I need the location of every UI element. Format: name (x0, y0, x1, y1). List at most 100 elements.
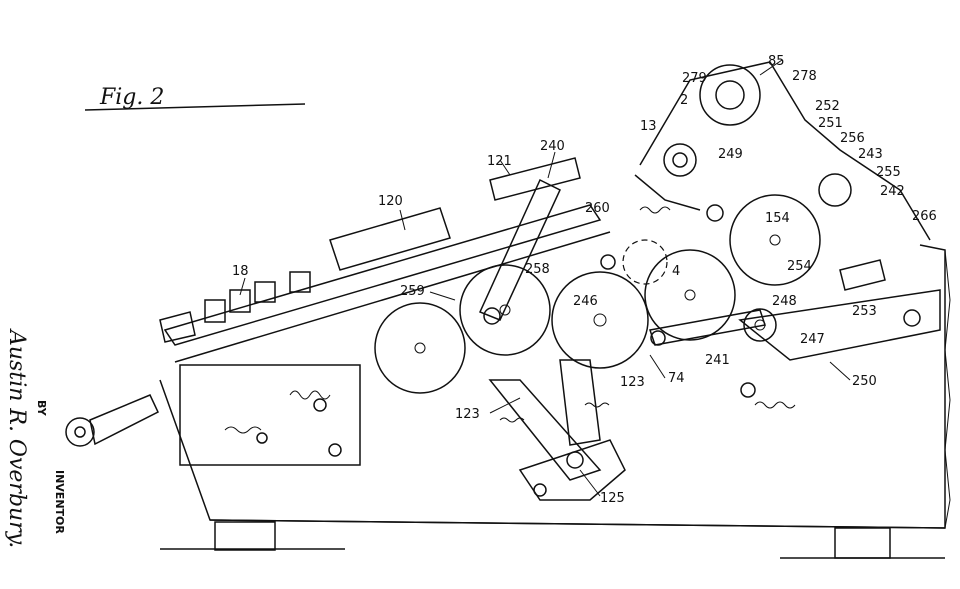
lever-240 (478, 178, 561, 321)
ref-123-right: 123 (620, 375, 645, 390)
lower-spring (224, 426, 262, 434)
base-foot-left (214, 521, 276, 551)
leader-125 (579, 469, 601, 497)
crank-handle (65, 394, 159, 447)
inventor-block: INVENTOR Austin R. Overbury. BY (4, 328, 66, 548)
key-4 (289, 271, 311, 293)
spring-123-right (584, 402, 610, 408)
gear-4 (622, 239, 668, 285)
base-bottom-line (209, 519, 946, 529)
ref-252: 252 (815, 99, 840, 114)
left-housing (179, 364, 361, 466)
ref-260: 260 (585, 201, 610, 216)
base-outline (159, 244, 946, 529)
screw-125 (533, 483, 547, 497)
screw-left-2 (328, 443, 342, 457)
gear-248 (743, 308, 777, 342)
ref-241: 241 (705, 353, 730, 368)
ref-249: 249 (718, 147, 743, 162)
ref-254: 254 (787, 259, 812, 274)
figure-label: Fig. 2 (84, 85, 306, 111)
ref-13: 13 (640, 119, 657, 134)
ref-240: 240 (540, 139, 565, 154)
gear-85-inner (715, 80, 745, 110)
ref-250: 250 (852, 374, 877, 389)
ref-278: 278 (792, 69, 817, 84)
leader-259 (429, 291, 456, 301)
gear-train (374, 64, 852, 394)
inventor-name: Austin R. Overbury. (4, 328, 29, 548)
gear-246 (551, 271, 649, 369)
ref-4: 4 (672, 264, 680, 279)
leader-74 (649, 354, 666, 379)
ref-256: 256 (840, 131, 865, 146)
gear-259-hub (414, 342, 426, 354)
screw-249 (706, 204, 724, 222)
key-3 (254, 281, 276, 303)
screw-lower (740, 382, 756, 398)
key-block-121 (489, 157, 581, 201)
gear-241-hub (684, 289, 696, 301)
plate-250 (738, 289, 941, 361)
key-block-120 (329, 207, 451, 271)
ref-247: 247 (800, 332, 825, 347)
leader-250 (829, 361, 851, 381)
slot-253 (839, 259, 886, 291)
leader-18 (239, 277, 246, 296)
gear-243 (818, 173, 852, 207)
left-housing-box (179, 364, 361, 466)
ref-125: 125 (600, 491, 625, 506)
screw-left-1 (313, 398, 327, 412)
ref-259: 259 (400, 284, 425, 299)
handle-knob-center (74, 426, 86, 438)
link-74-pivot (650, 330, 666, 346)
deck-lower-edge (174, 231, 611, 363)
handle-shaft (89, 394, 159, 446)
gear-13-hub (672, 152, 688, 168)
screw-250 (903, 309, 921, 327)
ref-123-left: 123 (455, 407, 480, 422)
leader-lines (239, 59, 851, 497)
gear-13 (663, 143, 697, 177)
ref-121: 121 (487, 154, 512, 169)
upper-head (634, 61, 931, 241)
ref-258: 258 (525, 262, 550, 277)
leader-120 (399, 209, 406, 231)
spring-250 (754, 401, 796, 409)
key-2 (229, 289, 251, 313)
ref-154: 154 (765, 211, 790, 226)
lever-123-left (488, 379, 602, 481)
screw-left-3 (256, 432, 268, 444)
leader-123-left (489, 397, 521, 414)
handle-knob (65, 417, 95, 447)
ref-242: 242 (880, 184, 905, 199)
break-line (944, 249, 951, 529)
left-spring (289, 390, 331, 400)
key-1 (204, 299, 226, 323)
pivot-4 (600, 254, 616, 270)
base-foot-right (834, 527, 891, 559)
inventor-by: BY (35, 400, 48, 417)
gear-154 (729, 194, 821, 286)
ref-85: 85 (768, 54, 785, 69)
link-74 (649, 309, 766, 346)
levers (478, 178, 941, 501)
ref-74: 74 (668, 371, 685, 386)
gear-259 (374, 302, 466, 394)
gear-241 (644, 249, 736, 341)
spring-123-left (499, 417, 525, 423)
ref-266: 266 (912, 209, 937, 224)
ref-120: 120 (378, 194, 403, 209)
inventor-caption: INVENTOR (53, 470, 66, 534)
leader-85 (759, 59, 783, 76)
pivot-125 (566, 451, 584, 469)
ref-255: 255 (876, 165, 901, 180)
head-lower (634, 174, 701, 211)
ref-251: 251 (818, 116, 843, 131)
lever-240-pivot (483, 307, 501, 325)
reference-numerals: 85 279 278 2 13 252 251 256 243 255 249 … (232, 54, 937, 506)
figure-underline (84, 103, 306, 111)
gear-246-hub (593, 313, 607, 327)
ref-243: 243 (858, 147, 883, 162)
